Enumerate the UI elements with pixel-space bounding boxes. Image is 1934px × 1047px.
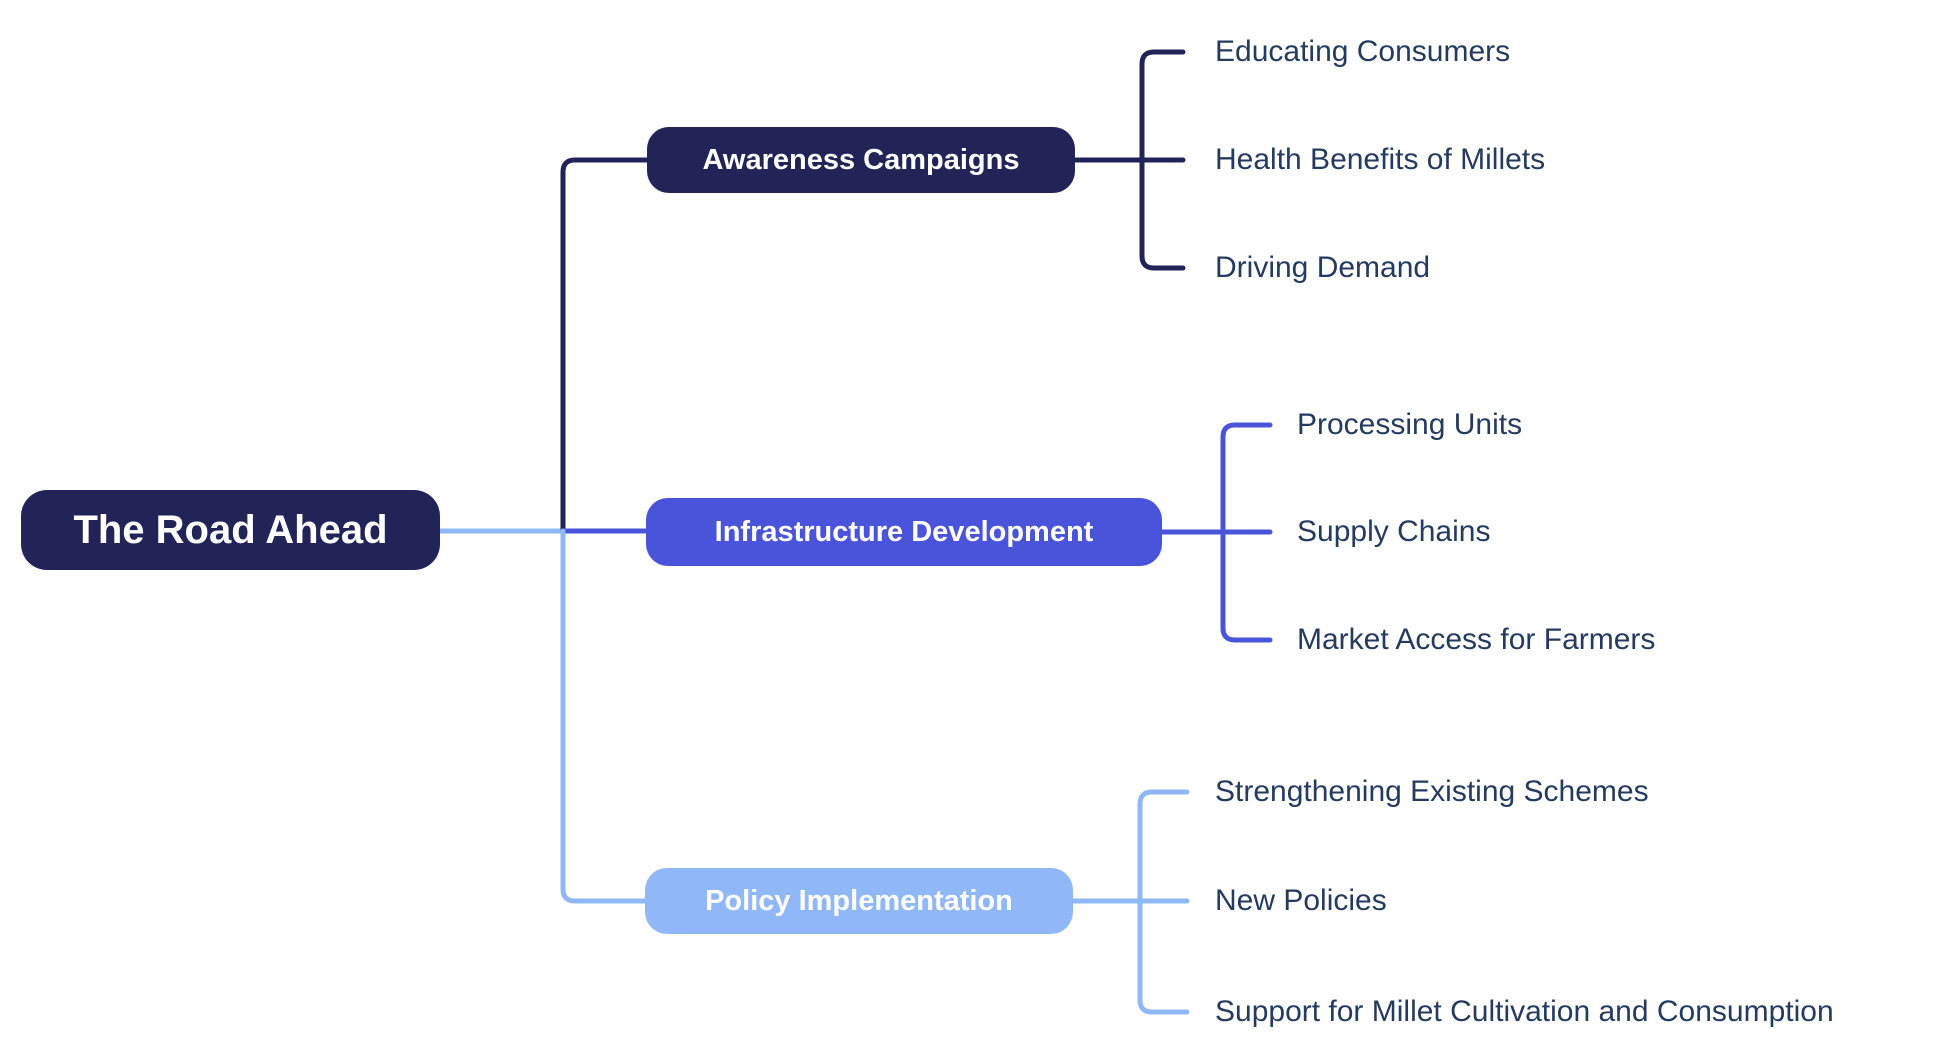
leaf-node-health-benefits-of-millets[interactable]: Health Benefits of Millets xyxy=(1215,143,1546,176)
connector-policy-children-trunk xyxy=(1137,789,1190,1015)
leaf-node-supply-chains[interactable]: Supply Chains xyxy=(1297,515,1491,548)
leaf-node-new-policies[interactable]: New Policies xyxy=(1215,884,1387,917)
branch-node-infrastructure-development[interactable]: Infrastructure Development xyxy=(646,498,1162,566)
connector-awareness-children-trunk xyxy=(1139,49,1186,271)
leaf-node-strengthening-existing-schemes[interactable]: Strengthening Existing Schemes xyxy=(1215,775,1649,808)
leaf-node-market-access-for-farmers[interactable]: Market Access for Farmers xyxy=(1297,623,1656,656)
branch-node-policy-implementation[interactable]: Policy Implementation xyxy=(645,868,1073,934)
root-node-the-road-ahead[interactable]: The Road Ahead xyxy=(21,490,440,570)
leaf-node-support-for-millet-cultivation[interactable]: Support for Millet Cultivation and Consu… xyxy=(1215,995,1834,1028)
leaf-node-driving-demand[interactable]: Driving Demand xyxy=(1215,251,1431,284)
leaf-node-processing-units[interactable]: Processing Units xyxy=(1297,408,1523,441)
connector-junction-to-awareness xyxy=(560,157,650,534)
leaf-node-educating-consumers[interactable]: Educating Consumers xyxy=(1215,35,1511,68)
connector-infrastructure-children-trunk xyxy=(1220,422,1273,643)
connector-junction-to-policy xyxy=(560,528,648,904)
branch-node-awareness-campaigns[interactable]: Awareness Campaigns xyxy=(647,127,1075,193)
